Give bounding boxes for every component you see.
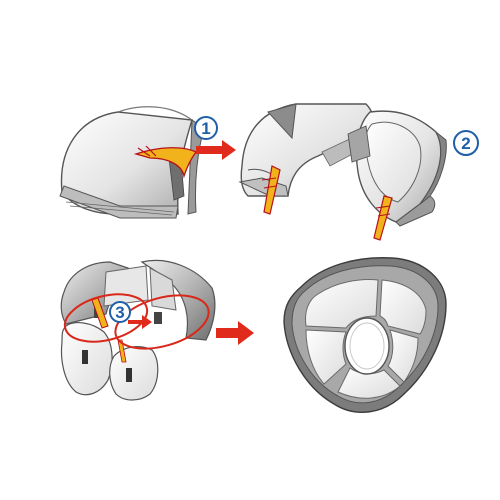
highlight-loop-left	[63, 293, 149, 343]
arrow-right-icon	[216, 321, 254, 345]
unfolding-seat	[238, 103, 447, 241]
step-1-label: 1	[201, 119, 210, 138]
folded-seat	[59, 106, 205, 219]
hook-strap-icon	[373, 195, 393, 241]
arrow-right-icon	[196, 140, 236, 160]
step-3-label: 3	[115, 303, 124, 322]
assembling-seat	[60, 259, 216, 401]
step-2-label: 2	[461, 134, 470, 153]
step-3-marker: 3	[109, 301, 131, 323]
assembled-seat	[283, 257, 447, 413]
step-2-marker: 2	[453, 130, 479, 156]
arrow-right-icon	[128, 315, 152, 329]
highlight-loop-right	[114, 294, 210, 350]
step-1-marker: 1	[194, 116, 218, 140]
hook-strap-icon	[133, 147, 197, 179]
